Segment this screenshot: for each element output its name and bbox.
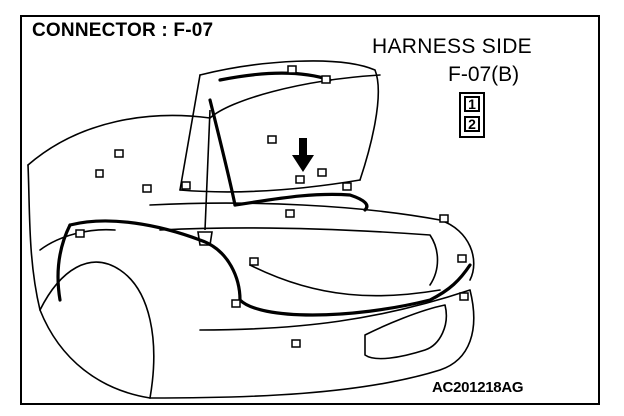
connector [317,168,327,177]
lid-harness-left [208,98,237,207]
connector [439,214,449,223]
connector-f07 [295,175,305,184]
connector [267,135,277,144]
connector [287,65,297,74]
trunk-lid-lower [179,179,361,193]
side-harness [56,223,72,302]
connector [181,181,191,190]
connector-label: F-07(B) [448,63,520,86]
connector [342,182,352,191]
harness-side-label: HARNESS SIDE [372,35,532,58]
antenna-rod [204,109,211,231]
trunk-lid-hinge [179,74,201,191]
connector [285,209,295,218]
diagram-frame [20,15,600,405]
antenna-base [197,231,213,246]
connector [457,254,467,263]
roof-outline [27,114,211,166]
connector [114,149,124,158]
connector [321,75,331,84]
connector-pin-diagram: 1 2 [459,92,485,138]
connector [142,184,152,193]
diagram-title: CONNECTOR : F-07 [32,20,214,41]
rear-bumper [149,289,475,399]
connector [291,339,301,348]
connector [459,292,469,301]
connector [95,169,104,178]
trunk-well [249,264,441,297]
trunk-lid-edge [199,60,380,181]
pin-1: 1 [464,96,480,112]
connector [75,229,85,238]
lid-harness-top [218,71,332,82]
trunk-opening [149,202,475,281]
rear-wheel-arch [39,261,155,399]
trunk-floor [159,227,439,286]
trunk-lid-top [209,74,381,119]
connector [231,299,241,308]
lid-harness-lower [233,192,369,212]
arrow-down-icon [292,138,314,172]
figure-code: AC201218AG [432,379,524,396]
connector [249,257,259,266]
main-harness [68,219,472,317]
tail-lamp [364,304,447,360]
pin-2: 2 [464,116,480,132]
